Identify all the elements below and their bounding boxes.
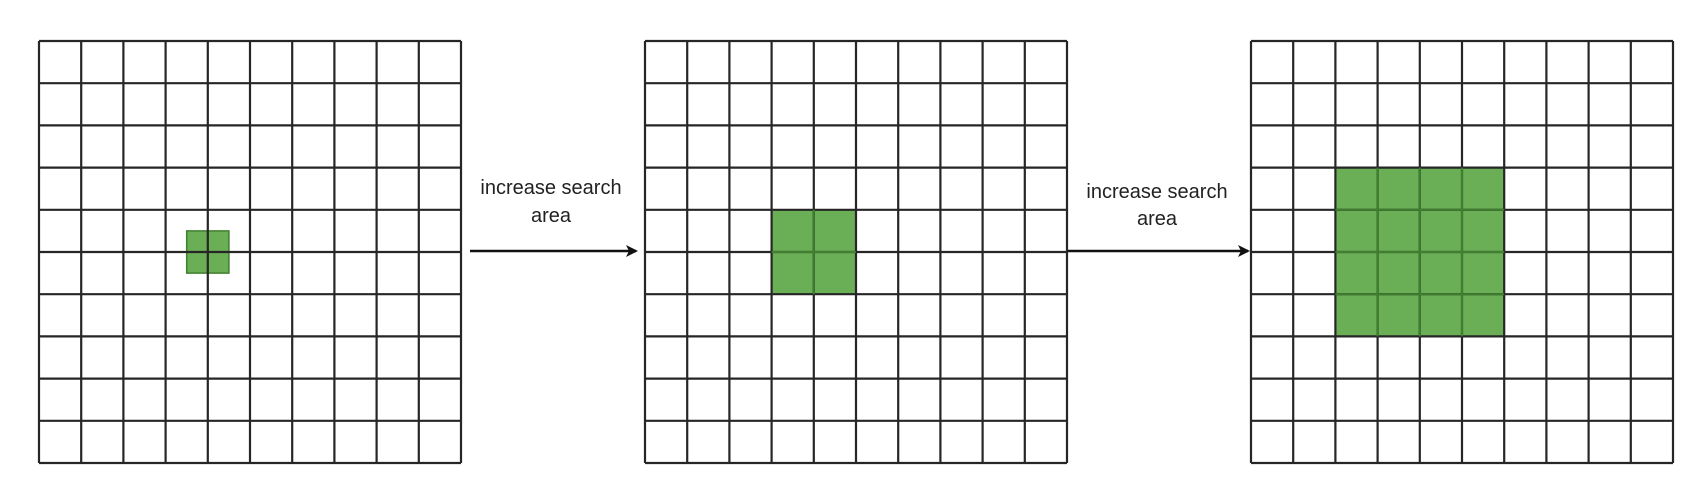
arrow-2-label-line1: increase search [1086,181,1227,203]
arrow-2-label-line2: area [1137,208,1178,230]
grid-panel-3 [1249,39,1675,465]
grid-panel-1 [37,39,463,465]
arrow-1: increase search area [470,177,638,257]
grid-panel-2 [643,39,1069,465]
arrow-1-label-line1: increase search [480,177,621,199]
arrow-1-label-line2: area [531,205,572,227]
arrow-2: increase search area [1068,181,1250,257]
